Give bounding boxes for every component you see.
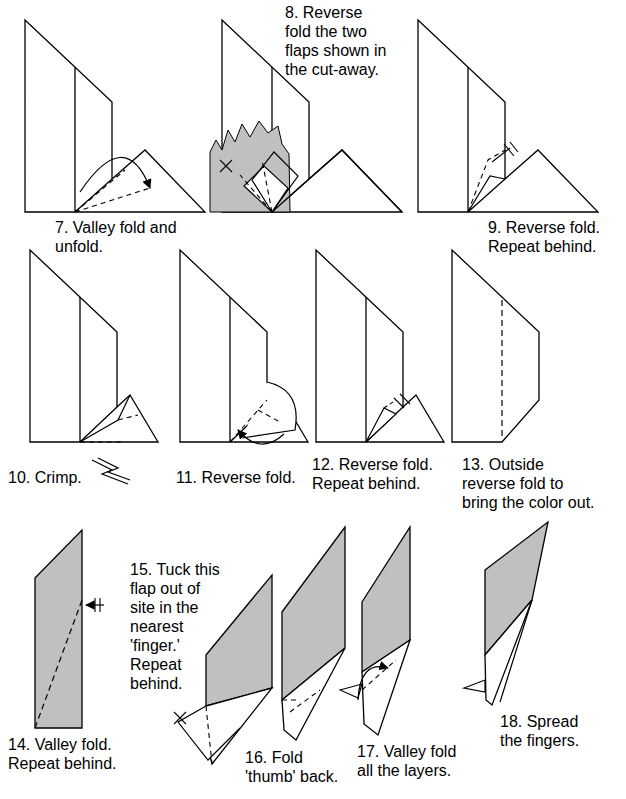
step-9-figure xyxy=(418,20,598,212)
step-caption: 8. Reverse fold the two flaps shown in t… xyxy=(285,3,391,79)
step-caption: 17. Valley fold all the layers. xyxy=(357,742,472,780)
step-13-figure xyxy=(452,250,539,442)
step-16-figure xyxy=(282,527,345,740)
step-caption: 15. Tuck this flap out of site in the ne… xyxy=(130,560,228,693)
crimp-symbol xyxy=(98,458,130,480)
step-12-figure xyxy=(316,250,444,442)
step-caption: 13. Outside reverse fold to bring the co… xyxy=(462,455,597,512)
step-caption: 7. Valley fold and unfold. xyxy=(55,218,180,256)
step-7-figure xyxy=(25,20,205,212)
step-caption: 16. Fold 'thumb' back. xyxy=(245,748,353,786)
step-caption: 11. Reverse fold. xyxy=(176,468,310,487)
step-caption: 12. Reverse fold. Repeat behind. xyxy=(312,455,452,493)
step-caption: 18. Spread the fingers. xyxy=(500,712,595,750)
step-caption: 10. Crimp. xyxy=(8,468,92,487)
step-10-figure xyxy=(30,250,158,442)
step-11-figure xyxy=(180,250,308,444)
step-caption: 14. Valley fold. Repeat behind. xyxy=(8,735,133,773)
step-caption: 9. Reverse fold. Repeat behind. xyxy=(488,218,613,256)
step-18-figure xyxy=(464,522,548,705)
step-14-figure xyxy=(35,530,104,728)
step-17-figure xyxy=(340,527,410,735)
